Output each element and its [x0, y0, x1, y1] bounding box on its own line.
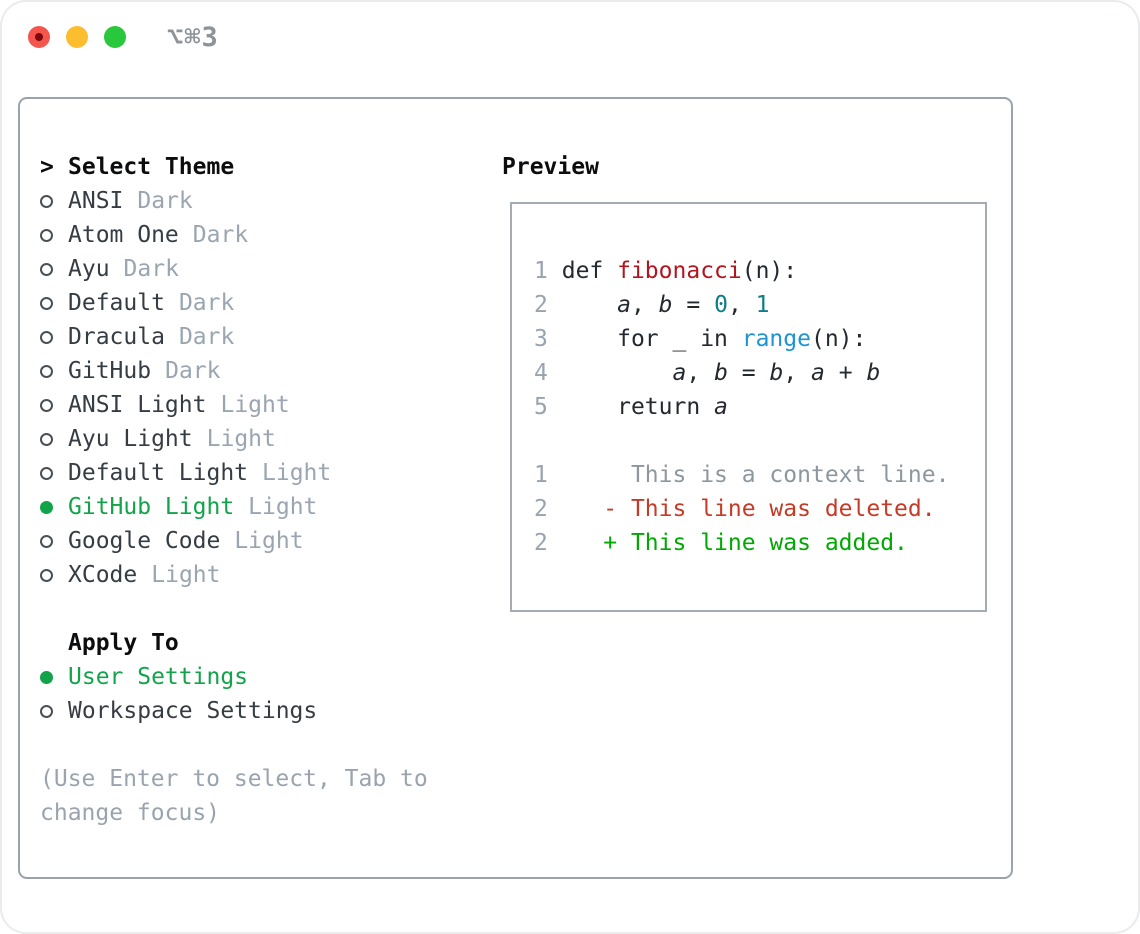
preview-box: 1 def fibonacci(n): 2 a, b = 0, 1 3 for _ …: [510, 202, 987, 612]
radio-circle-icon: [40, 704, 68, 718]
theme-option-label: Atom One: [68, 222, 179, 248]
blank-line: [534, 424, 949, 458]
theme-option-variant: Dark: [178, 290, 235, 316]
theme-option-dracula[interactable]: Dracula Dark: [40, 320, 500, 354]
theme-option-ayu[interactable]: Ayu Dark: [40, 252, 500, 286]
close-button[interactable]: [28, 26, 50, 48]
radio-selected-icon: [40, 670, 68, 684]
apply-option-workspace-settings[interactable]: Workspace Settings: [40, 694, 500, 728]
theme-option-label: ANSI Light: [68, 392, 207, 418]
diff-line-deleted: 2 - This line was deleted.: [534, 492, 949, 526]
apply-to-header: Apply To: [68, 630, 179, 656]
theme-option-variant: Dark: [178, 324, 235, 350]
radio-circle-icon: [40, 262, 68, 276]
theme-option-variant: Light: [248, 494, 318, 520]
line-number: 2: [534, 530, 548, 556]
line-number: 2: [534, 292, 548, 318]
spacer: [40, 728, 500, 762]
radio-circle-icon: [40, 228, 68, 242]
line-number: 1: [534, 258, 548, 284]
theme-option-variant: Light: [151, 562, 221, 588]
theme-option-variant: Light: [262, 460, 332, 486]
theme-option-label: ANSI: [68, 188, 124, 214]
code-line: 1 def fibonacci(n):: [534, 258, 798, 284]
close-dot-icon: [35, 33, 43, 41]
diff-marker: -: [547, 496, 631, 522]
theme-option-variant: Light: [234, 528, 304, 554]
theme-option-default-light[interactable]: Default Light Light: [40, 456, 500, 490]
theme-option-label: XCode: [68, 562, 138, 588]
theme-option-label: GitHub: [68, 358, 152, 384]
code-line: 4 a, b = b, a + b: [534, 360, 881, 386]
theme-option-default[interactable]: Default Dark: [40, 286, 500, 320]
theme-option-label: Default Light: [68, 460, 249, 486]
radio-circle-icon: [40, 432, 68, 446]
line-number: 2: [534, 496, 548, 522]
theme-option-variant: Dark: [165, 358, 221, 384]
theme-option-label: Google Code: [68, 528, 221, 554]
minimize-button[interactable]: [66, 26, 88, 48]
line-number: 4: [534, 360, 548, 386]
radio-circle-icon: [40, 296, 68, 310]
theme-option-variant: Dark: [123, 256, 179, 282]
diff-text: This line was deleted.: [630, 496, 936, 522]
diff-text: This is a context line.: [630, 462, 950, 488]
spacer: [40, 592, 500, 626]
theme-option-label: Ayu: [68, 256, 110, 282]
help-text: (Use Enter to select, Tab to change focu…: [40, 766, 428, 826]
theme-option-label: Ayu Light: [68, 426, 193, 452]
select-theme-header: Select Theme: [68, 154, 235, 180]
zoom-button[interactable]: [104, 26, 126, 48]
radio-circle-icon: [40, 364, 68, 378]
diff-line-added: 2 + This line was added.: [534, 526, 949, 560]
code-line: 3 for _ in range(n):: [534, 326, 867, 352]
theme-option-ansi[interactable]: ANSI Dark: [40, 184, 500, 218]
diff-line-context: 1 This is a context line.: [534, 458, 949, 492]
code-preview: 1 def fibonacci(n): 2 a, b = 0, 1 3 for _ …: [534, 254, 949, 560]
radio-circle-icon: [40, 568, 68, 582]
focus-caret-icon: >: [40, 154, 54, 180]
apply-option-label: Workspace Settings: [68, 698, 318, 724]
theme-option-variant: Dark: [137, 188, 193, 214]
apply-option-label: User Settings: [68, 664, 249, 690]
apply-to-header-row: Apply To: [40, 626, 500, 660]
line-number: 3: [534, 326, 548, 352]
theme-option-variant: Light: [220, 392, 290, 418]
radio-circle-icon: [40, 194, 68, 208]
theme-option-ayu-light[interactable]: Ayu Light Light: [40, 422, 500, 456]
theme-option-label: GitHub Light: [68, 494, 235, 520]
window-title: ⌥⌘3: [167, 22, 219, 53]
diff-text: This line was added.: [630, 530, 908, 556]
radio-selected-icon: [40, 500, 68, 514]
radio-circle-icon: [40, 466, 68, 480]
theme-option-variant: Light: [206, 426, 276, 452]
line-number: 1: [534, 462, 548, 488]
radio-circle-icon: [40, 398, 68, 412]
code-line: 5 return a: [534, 394, 728, 420]
diff-marker: +: [547, 530, 631, 556]
theme-option-xcode[interactable]: XCode Light: [40, 558, 500, 592]
diff-marker: [548, 462, 631, 488]
titlebar: ⌥⌘3: [0, 0, 1140, 74]
theme-option-label: Dracula: [68, 324, 165, 350]
apply-option-user-settings[interactable]: User Settings: [40, 660, 500, 694]
radio-circle-icon: [40, 534, 68, 548]
select-theme-header-row: > Select Theme: [40, 150, 500, 184]
theme-option-variant: Dark: [192, 222, 249, 248]
theme-option-atom-one[interactable]: Atom One Dark: [40, 218, 500, 252]
radio-circle-icon: [40, 330, 68, 344]
code-line: 2 a, b = 0, 1: [534, 292, 770, 318]
theme-option-ansi-light[interactable]: ANSI Light Light: [40, 388, 500, 422]
theme-option-github[interactable]: GitHub Dark: [40, 354, 500, 388]
line-number: 5: [534, 394, 548, 420]
theme-option-google-code[interactable]: Google Code Light: [40, 524, 500, 558]
theme-option-github-light[interactable]: GitHub Light Light: [40, 490, 500, 524]
preview-header: Preview: [502, 154, 599, 180]
theme-option-label: Default: [68, 290, 165, 316]
